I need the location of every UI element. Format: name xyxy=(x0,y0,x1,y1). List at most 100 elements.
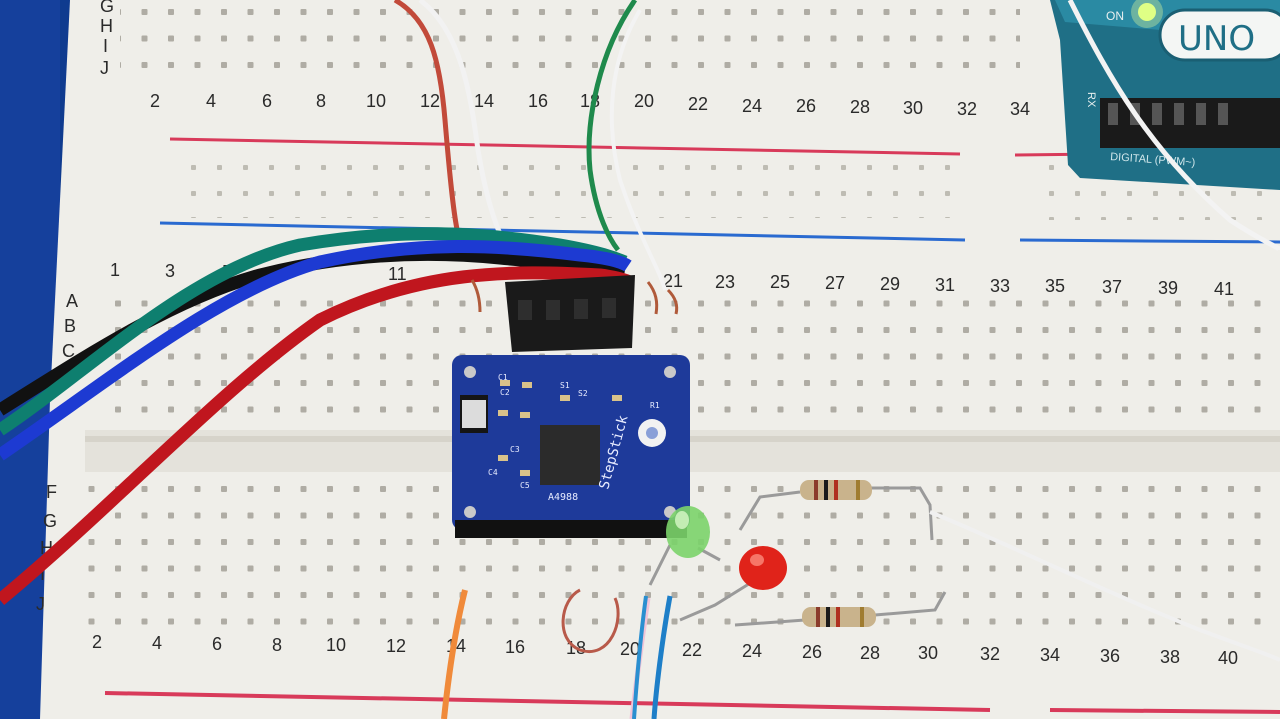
top-row-letters: G H I J xyxy=(100,0,114,78)
col-num: 4 xyxy=(206,91,216,111)
wire-red-top xyxy=(393,0,463,242)
wire-white-arduino xyxy=(1067,0,1280,253)
col-num: 22 xyxy=(682,640,702,660)
col-num: 30 xyxy=(903,98,923,118)
col-num: 32 xyxy=(957,99,977,119)
jumper-loop xyxy=(561,588,620,654)
col-num: 40 xyxy=(1218,648,1238,668)
bottom-red-rail xyxy=(104,691,991,712)
col-num: 38 xyxy=(1160,647,1180,667)
col-num: 22 xyxy=(688,94,708,114)
col-num: 24 xyxy=(742,641,762,661)
a4988-chip xyxy=(540,425,600,485)
silk-label: C1 xyxy=(498,373,508,382)
row-letter: J xyxy=(100,58,109,78)
col-num: 8 xyxy=(316,91,326,111)
row-letter: G xyxy=(100,0,114,16)
col-num: 24 xyxy=(742,96,762,116)
col-num: 14 xyxy=(474,91,494,111)
row-letter: I xyxy=(40,564,45,584)
driver-header-pins xyxy=(455,520,687,538)
col-num: 6 xyxy=(262,91,272,111)
red-led xyxy=(679,546,787,622)
row-letter: J xyxy=(36,594,45,614)
row-letter: C xyxy=(62,341,75,361)
silk-label: C2 xyxy=(500,388,510,397)
col-num: 12 xyxy=(386,636,406,656)
col-num: 23 xyxy=(715,272,735,292)
col-num: 31 xyxy=(935,275,955,295)
col-num: 16 xyxy=(528,91,548,111)
motor-connector xyxy=(505,275,635,352)
row-letter: I xyxy=(103,36,108,56)
silk-label: C4 xyxy=(488,468,498,477)
on-label: ON xyxy=(1106,9,1124,23)
wire-blue-bottom-1 xyxy=(632,595,648,719)
col-num: 20 xyxy=(620,639,640,659)
col-num: 2 xyxy=(92,632,102,652)
arduino-uno-board: UNO ON RX DIGITAL (PWM~) xyxy=(1050,0,1280,190)
col-num: 33 xyxy=(990,276,1010,296)
col-num: 28 xyxy=(850,97,870,117)
col-num: 1 xyxy=(110,260,120,280)
silk-label: S1 xyxy=(560,381,570,390)
col-num: 41 xyxy=(1214,279,1234,299)
silk-label: R1 xyxy=(650,401,660,410)
power-led xyxy=(1138,3,1156,21)
resistor-top xyxy=(738,480,934,541)
col-num: 39 xyxy=(1158,278,1178,298)
wire-red-motor xyxy=(0,266,633,605)
col-num: 34 xyxy=(1040,645,1060,665)
green-led xyxy=(648,506,721,586)
col-num: 10 xyxy=(326,635,346,655)
top-red-rail xyxy=(169,137,961,156)
wire-green-top xyxy=(586,0,638,252)
silk-label: S2 xyxy=(578,389,588,398)
uno-logo-text: UNO xyxy=(1178,19,1255,59)
wire-blue-bottom-2 xyxy=(651,595,673,719)
silk-label: C5 xyxy=(520,481,530,490)
col-num: 25 xyxy=(770,272,790,292)
col-num: 20 xyxy=(634,91,654,111)
wire-blue-motor xyxy=(0,239,632,461)
silk-label: C3 xyxy=(510,445,520,454)
col-num: 28 xyxy=(860,643,880,663)
col-num: 30 xyxy=(918,643,938,663)
col-num: 37 xyxy=(1102,277,1122,297)
top-blue-rail xyxy=(159,221,966,242)
wire-orange-bottom xyxy=(441,589,468,719)
col-num: 3 xyxy=(165,261,175,281)
row-letter: H xyxy=(100,16,113,36)
middle-column-numbers: 1 3 5 7 11 21 23 25 27 29 31 33 35 37 39… xyxy=(110,260,1234,299)
row-letters-abc: A B C xyxy=(62,291,78,361)
chip-label: A4988 xyxy=(548,492,578,503)
col-num: 2 xyxy=(150,91,160,111)
col-num: 29 xyxy=(880,274,900,294)
col-num: 21 xyxy=(663,271,683,291)
col-num: 34 xyxy=(1010,99,1030,119)
resistor-bottom xyxy=(734,591,947,627)
row-letter: F xyxy=(46,482,57,502)
col-num: 27 xyxy=(825,273,845,293)
col-num: 10 xyxy=(366,91,386,111)
col-num: 16 xyxy=(505,637,525,657)
row-letter: B xyxy=(64,316,76,336)
col-num: 8 xyxy=(272,635,282,655)
rx-label: RX xyxy=(1085,92,1097,108)
col-num: 6 xyxy=(212,634,222,654)
wire-white-top-2 xyxy=(609,8,667,291)
col-num: 4 xyxy=(152,633,162,653)
col-num: 26 xyxy=(802,642,822,662)
col-num: 35 xyxy=(1045,276,1065,296)
col-num: 11 xyxy=(388,264,407,284)
col-num: 12 xyxy=(420,91,440,111)
col-num: 32 xyxy=(980,644,1000,664)
stepstick-driver: StepStick A4988 C1 S1 S2 R1 C2 C3 C4 C5 xyxy=(452,355,690,538)
row-letter: A xyxy=(66,291,78,311)
wire-white-top xyxy=(418,0,508,247)
row-letter: G xyxy=(43,511,57,531)
col-num: 26 xyxy=(796,96,816,116)
col-num: 36 xyxy=(1100,646,1120,666)
